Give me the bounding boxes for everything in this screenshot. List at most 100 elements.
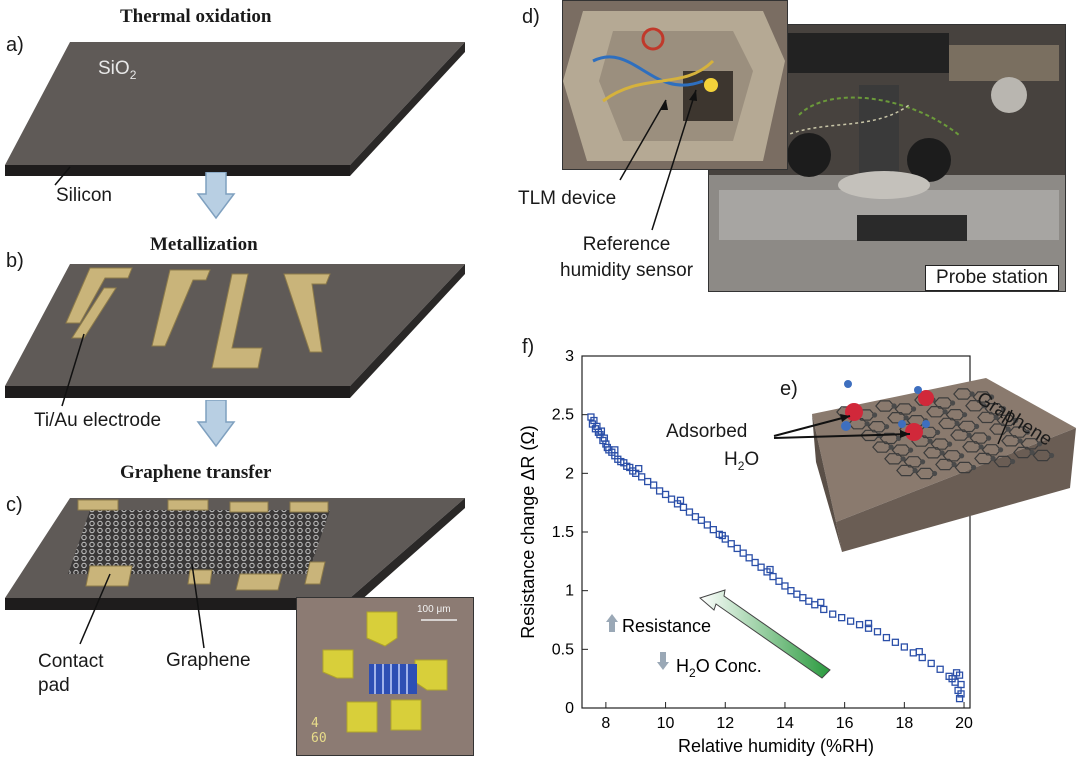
lattice-hexagon <box>969 432 990 444</box>
x-axis-label: Relative humidity (%RH) <box>678 736 874 756</box>
data-point <box>703 521 712 529</box>
panel-a-wafer <box>5 42 465 176</box>
lattice-atom <box>891 403 897 409</box>
lattice-atom <box>939 450 945 456</box>
lattice-atom <box>884 424 890 430</box>
lattice-atom <box>947 441 953 447</box>
panel-b-wafer <box>5 264 465 398</box>
lattice-atom <box>927 438 933 444</box>
data-point <box>820 605 828 614</box>
micrograph-scale: 100 μm <box>417 604 451 615</box>
y-ticks: 00.511.522.53 <box>552 348 588 717</box>
data-point <box>891 638 900 646</box>
data-point <box>882 633 891 642</box>
device-pointers <box>619 89 697 231</box>
tlm-device-label: TLM device <box>518 188 617 209</box>
resistance-up-icon <box>606 614 618 632</box>
lattice-hexagon <box>989 423 1009 435</box>
lattice-atom <box>990 455 996 462</box>
lattice-atom <box>1005 426 1011 432</box>
lattice-hexagon <box>1020 438 1041 450</box>
data-point <box>864 619 873 628</box>
lattice-atom <box>888 444 894 450</box>
x-tick-label: 16 <box>836 715 854 732</box>
panel-b-title: Metallization <box>150 234 258 255</box>
lattice-hexagon <box>981 444 1002 456</box>
data-point <box>667 495 676 503</box>
chamber-inset-photo <box>562 0 788 170</box>
lattice-hexagon <box>1013 446 1033 459</box>
data-point <box>766 565 774 574</box>
lattice-hexagon <box>938 417 958 430</box>
data-point <box>597 427 606 435</box>
data-point <box>927 659 935 668</box>
data-point <box>709 526 717 534</box>
graphene-label-c: Graphene <box>166 650 251 671</box>
lattice-hexagon <box>906 414 927 427</box>
data-point <box>733 544 741 553</box>
lattice-atom <box>1001 406 1007 412</box>
oxide-label: SiO2 <box>98 58 137 82</box>
data-point <box>769 572 777 581</box>
panel-c-letter: c) <box>6 494 23 516</box>
y-tick-label: 0 <box>565 700 574 717</box>
lattice-hexagon <box>942 450 963 462</box>
lattice-atom <box>908 447 914 453</box>
y-tick-label: 2.5 <box>552 407 574 424</box>
graphene-pointer-e <box>997 409 1013 445</box>
data-point <box>745 554 753 562</box>
lattice-hexagon <box>993 455 1014 468</box>
lattice-hexagon <box>891 444 912 456</box>
data-point <box>727 540 735 548</box>
lattice-hexagon <box>894 403 915 415</box>
lattice-atom <box>912 467 918 474</box>
lattice-atom <box>920 459 926 465</box>
lattice-atom <box>998 447 1004 453</box>
lattice-atom <box>950 400 956 406</box>
down-arrow-icon-2 <box>196 400 236 448</box>
lattice-atom <box>974 423 980 429</box>
lattice-atom <box>989 394 995 400</box>
data-point <box>829 610 837 618</box>
lattice-atom <box>1010 458 1016 465</box>
y-tick-label: 2 <box>565 465 574 482</box>
resistance-label: Resistance <box>622 616 711 636</box>
lattice-hexagon <box>953 388 973 400</box>
lattice-hexagon <box>911 435 931 447</box>
silicon-pointer <box>54 166 71 186</box>
lattice-atom <box>1029 449 1035 456</box>
lattice-atom <box>1013 417 1019 423</box>
lattice-atom <box>942 409 948 415</box>
lattice-atom <box>959 453 965 459</box>
graphene-lattice <box>836 388 1055 480</box>
lattice-atom <box>993 414 999 420</box>
lattice-atom <box>1037 441 1043 447</box>
graphene-pointer <box>191 563 205 649</box>
x-tick-label: 10 <box>657 715 675 732</box>
data-point <box>900 643 908 651</box>
lattice-atom <box>969 391 975 397</box>
data-point <box>955 671 964 679</box>
data-point <box>718 531 726 540</box>
data-point <box>781 582 789 590</box>
lattice-hexagon <box>972 391 993 403</box>
data-point <box>909 649 917 657</box>
x-tick-label: 8 <box>601 715 610 732</box>
lattice-atom <box>986 435 992 441</box>
lattice-hexagon <box>903 456 924 468</box>
lattice-hexagon <box>996 414 1017 427</box>
lattice-atom <box>903 415 909 421</box>
data-point <box>679 503 688 512</box>
data-point <box>793 590 801 598</box>
data-point <box>661 490 670 499</box>
y-tick-label: 0.5 <box>552 641 574 658</box>
data-point <box>957 690 965 698</box>
lattice-hexagon <box>926 405 946 418</box>
data-point <box>957 680 965 689</box>
lattice-atom <box>954 420 960 426</box>
data-point <box>915 648 923 656</box>
lattice-hexagon <box>867 420 888 433</box>
